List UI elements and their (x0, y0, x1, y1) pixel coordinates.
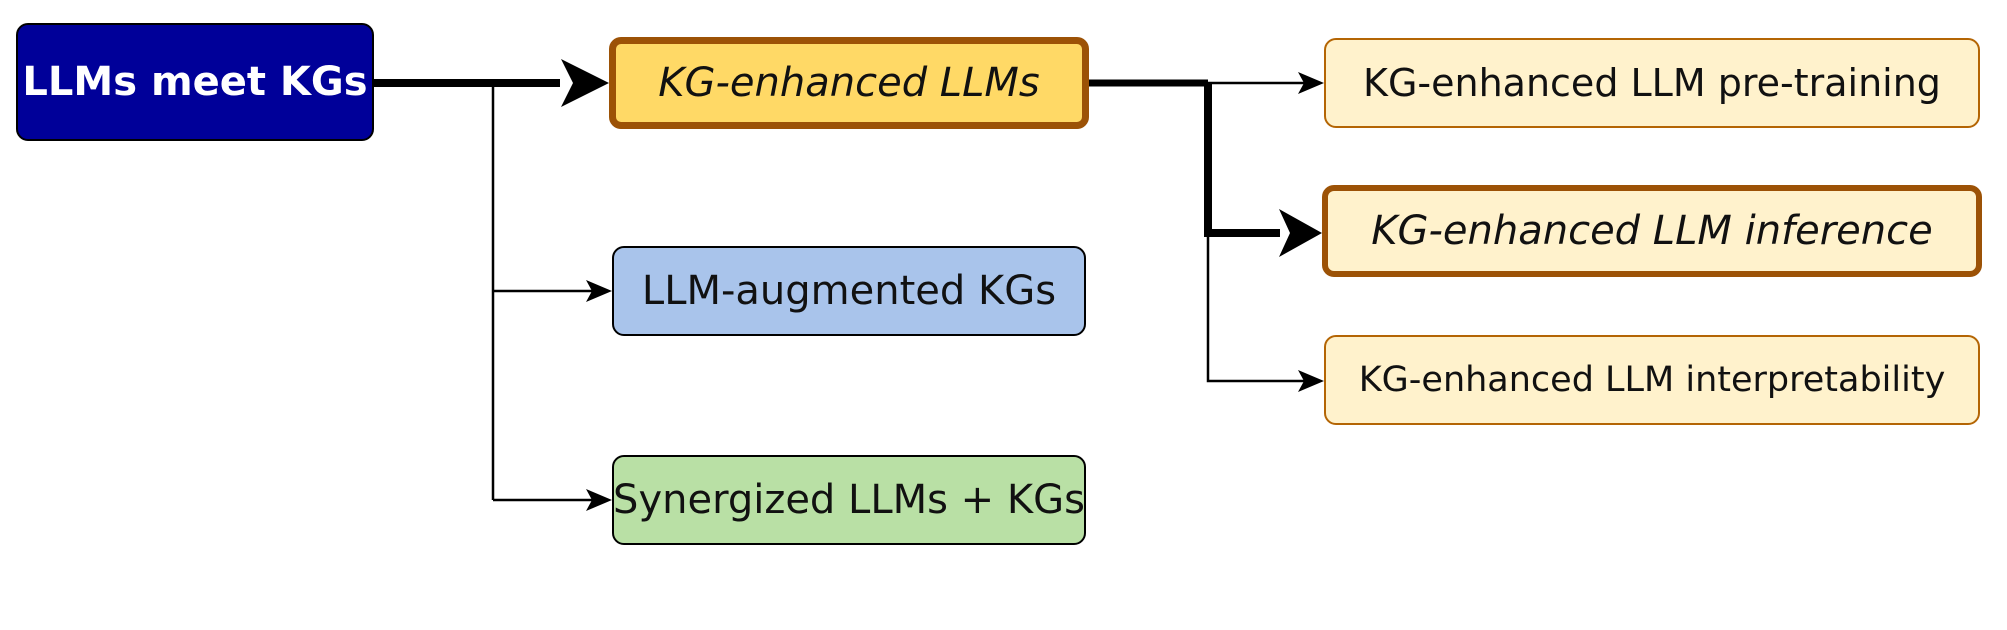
node-llm-augmented-kgs: LLM-augmented KGs (612, 246, 1086, 336)
node-synergized-llms-kgs: Synergized LLMs + KGs (612, 455, 1086, 545)
arrowhead-inference (1279, 209, 1322, 257)
arrowhead-pretraining (1298, 72, 1324, 94)
node-label: KG-enhanced LLM inference (1371, 208, 1933, 254)
node-kg-enhanced-llm-inference: KG-enhanced LLM inference (1322, 185, 1982, 277)
arrowhead-interpretability (1298, 370, 1324, 392)
node-label: KG-enhanced LLM pre-training (1363, 61, 1941, 105)
node-label: LLM-augmented KGs (641, 268, 1057, 314)
node-kg-enhanced-llm-interpretability: KG-enhanced LLM interpretability (1324, 335, 1980, 425)
arrowhead-synergized (586, 489, 612, 511)
node-kg-enhanced-llms: KG-enhanced LLMs (609, 37, 1089, 129)
node-label: Synergized LLMs + KGs (613, 477, 1085, 523)
node-label: LLMs meet KGs (22, 59, 368, 105)
node-label: KG-enhanced LLM interpretability (1358, 360, 1946, 400)
node-label: KG-enhanced LLMs (658, 60, 1040, 106)
node-llms-meet-kgs: LLMs meet KGs (16, 23, 374, 141)
node-kg-enhanced-llm-pretraining: KG-enhanced LLM pre-training (1324, 38, 1980, 128)
arrowhead-llm-augmented-kgs (586, 280, 612, 302)
edge-kg-to-interpretability (1206, 233, 1310, 383)
arrowhead-kg-enhanced-llms (561, 59, 609, 107)
edge-kg-to-inference-thick (1204, 83, 1280, 237)
